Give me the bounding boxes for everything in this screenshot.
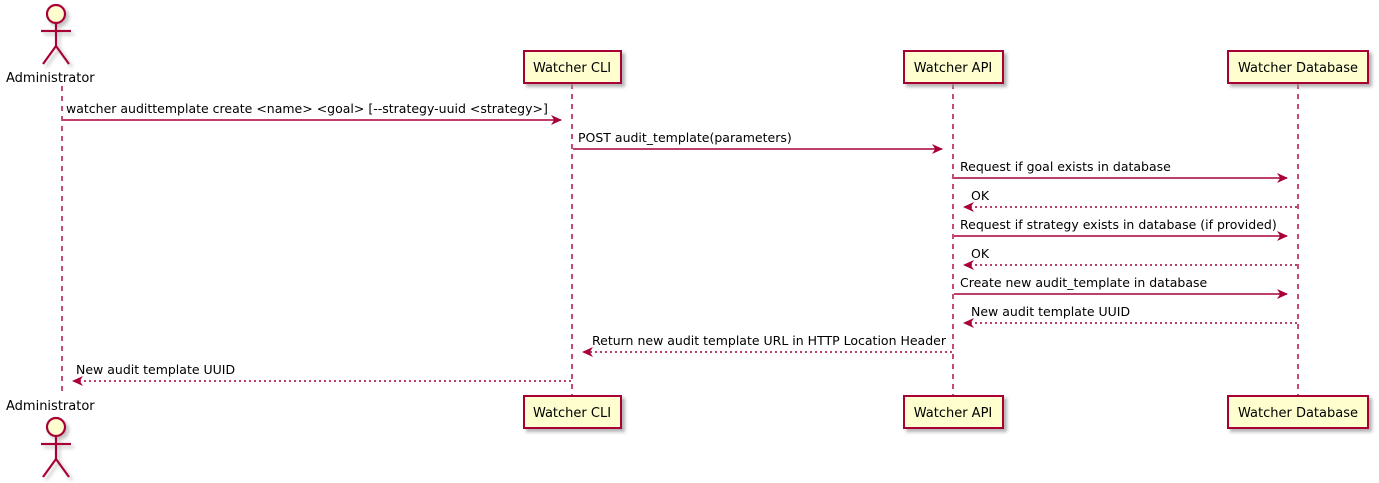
message-label-6: OK [971, 246, 990, 261]
participant-box-rect-cli-top [523, 50, 622, 84]
participant-label-watcher-api-top: Watcher API [914, 61, 993, 76]
participant-box-rect-cli-bottom [523, 395, 622, 429]
message-label-9: Return new audit template URL in HTTP Lo… [592, 333, 947, 348]
participant-box-watcher-database-bottom[interactable]: Watcher Database [1227, 395, 1369, 429]
message-label-1: watcher audittemplate create <name> <goa… [66, 101, 548, 116]
message-8[interactable]: New audit template UUID [963, 304, 1297, 328]
message-4[interactable]: OK [963, 188, 1297, 212]
participant-box-rect-api-bottom [903, 395, 1004, 429]
actor-administrator-bottom[interactable]: Administrator [6, 399, 95, 478]
participant-box-rect-database-top [1227, 50, 1369, 84]
participant-label-watcher-cli-top: Watcher CLI [533, 61, 611, 76]
message-10[interactable]: New audit template UUID [72, 362, 571, 386]
actor-figure-top [41, 3, 71, 65]
participant-box-watcher-api-top[interactable]: Watcher API [903, 50, 1004, 84]
participant-box-watcher-api-bottom[interactable]: Watcher API [903, 395, 1004, 429]
actor-administrator-top[interactable]: Administrator [6, 3, 95, 86]
participant-box-watcher-cli-bottom[interactable]: Watcher CLI [523, 395, 622, 429]
message-label-5: Request if strategy exists in database (… [960, 217, 1277, 232]
message-5[interactable]: Request if strategy exists in database (… [954, 217, 1288, 241]
message-1[interactable]: watcher audittemplate create <name> <goa… [63, 101, 562, 125]
message-label-7: Create new audit_template in database [960, 275, 1207, 290]
message-9[interactable]: Return new audit template URL in HTTP Lo… [582, 333, 952, 357]
message-7[interactable]: Create new audit_template in database [954, 275, 1288, 299]
participant-label-watcher-database-top: Watcher Database [1238, 61, 1358, 76]
actor-label-administrator-bottom: Administrator [6, 399, 95, 414]
message-label-8: New audit template UUID [971, 304, 1130, 319]
actor-figure-bottom [41, 416, 71, 478]
message-label-10: New audit template UUID [76, 362, 235, 377]
message-3[interactable]: Request if goal exists in database [954, 159, 1288, 183]
lifelines [61, 84, 1299, 396]
participant-box-rect-database-bottom [1227, 395, 1369, 429]
participant-box-rect-api-top [903, 50, 1004, 84]
participant-label-watcher-api-bottom: Watcher API [914, 406, 993, 421]
message-2[interactable]: POST audit_template(parameters) [573, 130, 943, 154]
message-label-2: POST audit_template(parameters) [578, 130, 792, 145]
message-label-3: Request if goal exists in database [960, 159, 1171, 174]
message-6[interactable]: OK [963, 246, 1297, 270]
message-label-4: OK [971, 188, 990, 203]
participant-box-watcher-cli-top[interactable]: Watcher CLI [523, 50, 622, 84]
participant-label-watcher-database-bottom: Watcher Database [1238, 406, 1358, 421]
participant-box-watcher-database-top[interactable]: Watcher Database [1227, 50, 1369, 84]
participant-label-watcher-cli-bottom: Watcher CLI [533, 406, 611, 421]
actor-label-administrator-top: Administrator [6, 71, 95, 86]
